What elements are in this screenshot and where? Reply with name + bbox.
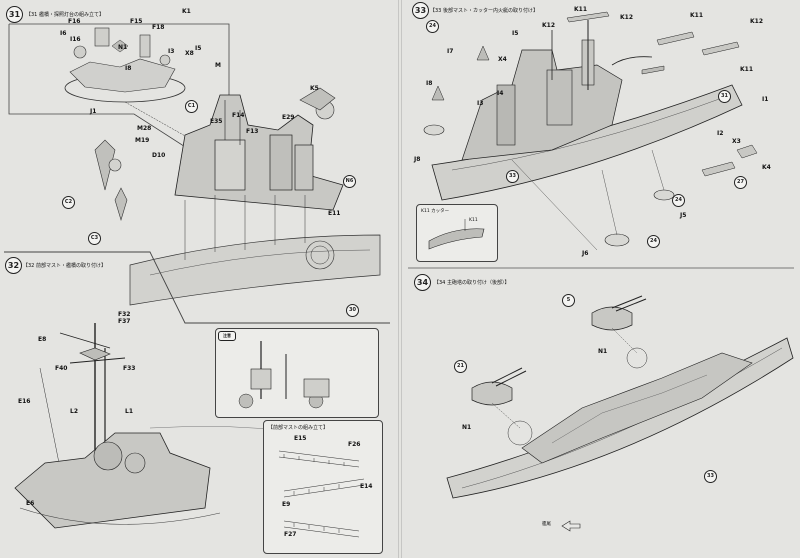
s32-label-e9: E9 [282, 501, 291, 508]
step-34-frame [408, 267, 794, 269]
s31-callout-n6: N6 [343, 175, 356, 188]
s31-label-i8: I8 [125, 65, 132, 72]
left-page: 31 【31 艦橋・探照灯台の組み立て】 [0, 0, 398, 558]
s31-label-f16: F16 [68, 18, 81, 25]
s31-label-i16: I16 [70, 36, 81, 43]
s32-label-l1: L1 [125, 408, 133, 415]
s31-label-j1: J1 [90, 108, 97, 115]
step-33-title: 【33 後部マスト・カッター内火艇の取り付け】 [430, 8, 538, 14]
s33-label-i8: I8 [426, 80, 433, 87]
step-34-number: 34 [414, 274, 431, 291]
s34-label-n1a: N1 [598, 348, 608, 355]
s34-label-n1b: N1 [462, 424, 472, 431]
s33-label-j5: J5 [680, 212, 687, 219]
step-33-number: 33 [412, 2, 429, 19]
s31-label-f18: F18 [152, 24, 165, 31]
s31-label-f14: F14 [232, 112, 245, 119]
s32-note-inset: 注意 [215, 328, 379, 418]
s34-callout-21: 21 [454, 360, 467, 373]
s33-cutter-inset: K11 カッター K11 [416, 204, 498, 262]
s33-callout-24c: 24 [426, 20, 439, 33]
s33-label-k12a: K12 [620, 14, 633, 21]
s33-label-j6: J6 [582, 250, 589, 257]
s33-label-j8: J8 [414, 156, 421, 163]
s33-label-i2: I2 [717, 130, 724, 137]
step-32-number: 32 [5, 257, 22, 274]
step-32-mast-drawing [14, 323, 311, 529]
s32-mast-inset-title: 【前部マストの組み立て】 [268, 425, 329, 431]
s32-label-f33: F33 [123, 365, 136, 372]
s31-label-f13: F13 [246, 128, 259, 135]
s32-label-f26: F26 [348, 441, 361, 448]
s31-label-d10: D10 [152, 152, 166, 159]
s33-callout-31: 31 [718, 90, 731, 103]
s33-label-i3: I3 [477, 100, 484, 107]
s32-label-l2: L2 [70, 408, 78, 415]
s31-label-i5: I5 [195, 45, 202, 52]
s32-ladder-drawing [278, 450, 365, 538]
step-32-title: 【32 前部マスト・艦橋の取り付け】 [23, 263, 106, 269]
s33-callout-24b: 24 [647, 235, 660, 248]
s32-label-e15: E15 [294, 435, 307, 442]
step-34-ship-drawing [446, 295, 794, 532]
s31-label-f15: F15 [130, 18, 143, 25]
s32-label-e6: E6 [26, 500, 35, 507]
s33-label-x3: X3 [732, 138, 741, 145]
step-34-title: 【34 主砲塔の取り付け（後部）】 [434, 280, 510, 286]
step-31-title: 【31 艦橋・探照灯台の組み立て】 [26, 12, 104, 18]
s31-label-m28: M28 [137, 125, 152, 132]
s32-label-f32: F32 [118, 311, 131, 318]
s31-label-m: M [215, 62, 221, 69]
s32-label-f37: F37 [118, 318, 131, 325]
s33-callout-33: 33 [506, 170, 519, 183]
s34-callout-5: 5 [562, 294, 575, 307]
s33-label-k11c: K11 [740, 66, 753, 73]
s31-label-e29: E29 [282, 114, 295, 121]
step-32-frame [4, 251, 390, 324]
right-page: 33 【33 後部マスト・カッター内火艇の取り付け】 K11 K12 K11 K… [402, 0, 800, 558]
s32-label-f27: F27 [284, 531, 297, 538]
s33-cutter-drawing [428, 219, 485, 250]
s31-callout-c2: C2 [62, 196, 75, 209]
s31-label-k1: K1 [182, 8, 191, 15]
s33-callout-24a: 24 [672, 194, 685, 207]
s33-callout-27: 27 [734, 176, 747, 189]
s33-label-k12c: K12 [542, 22, 555, 29]
s33-label-i5: I5 [512, 30, 519, 37]
s33-label-i7: I7 [447, 48, 454, 55]
s33-label-i1: I1 [762, 96, 769, 103]
s33-label-k11a: K11 [574, 6, 587, 13]
s31-label-k5: K5 [310, 85, 319, 92]
s33-cutter-k11: K11 [469, 218, 478, 223]
step-31-bridge-drawing [64, 27, 381, 306]
s31-label-n1: N1 [118, 44, 128, 51]
s31-label-i6: I6 [60, 30, 67, 37]
s34-callout-33: 33 [704, 470, 717, 483]
s33-cutter-inset-title: K11 カッター [421, 209, 450, 214]
s32-label-f40: F40 [55, 365, 68, 372]
s31-label-e35: E35 [210, 118, 223, 125]
s32-mast-inset: 【前部マストの組み立て】 E15 F26 E14 E9 F27 [263, 420, 383, 554]
s33-label-k12b: K12 [750, 18, 763, 25]
s31-label-i3: I3 [168, 48, 175, 55]
s32-note-drawing [238, 341, 330, 409]
s31-label-m19: M19 [135, 137, 150, 144]
s34-stern-label: 艦尾 [542, 522, 551, 527]
s33-label-i4: I4 [497, 90, 504, 97]
s32-note-tag: 注意 [218, 331, 236, 341]
page-gutter [398, 0, 402, 558]
s31-callout-c3: C3 [88, 232, 101, 245]
s31-label-e11: E11 [328, 210, 341, 217]
s33-label-x4: X4 [498, 56, 507, 63]
s32-label-e16: E16 [18, 398, 31, 405]
s32-label-e8: E8 [38, 336, 47, 343]
step-31-number: 31 [6, 6, 23, 23]
s32-label-e14: E14 [360, 483, 373, 490]
s31-label-x8: X8 [185, 50, 194, 57]
s33-label-k11b: K11 [690, 12, 703, 19]
s33-label-k4: K4 [762, 164, 771, 171]
s31-callout-c1: C1 [185, 100, 198, 113]
s31-callout-fig30: 30 [346, 304, 359, 317]
